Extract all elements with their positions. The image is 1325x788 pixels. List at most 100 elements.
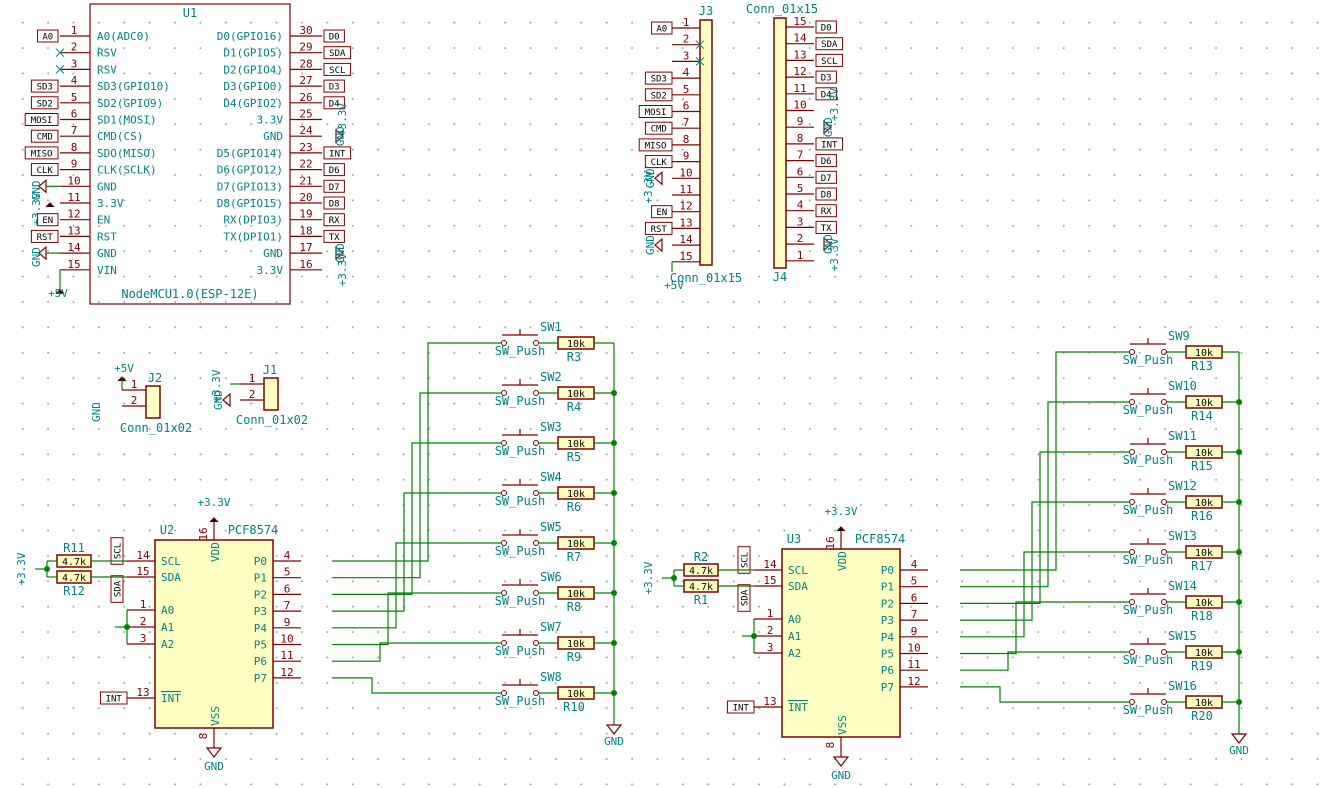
u3-pin-number: 2 — [767, 624, 774, 637]
u2-switch-value: SW_Push — [495, 494, 546, 508]
u1-pin-name: D3(GPIO0) — [223, 80, 283, 93]
u2-pin-number: 7 — [284, 599, 291, 612]
v33-text: +3.3V — [336, 103, 349, 136]
u1-pin-name: SD3(GPIO10) — [97, 80, 170, 93]
u1-pin-name: CLK(SCLK) — [97, 164, 157, 177]
switch-contact — [1161, 699, 1167, 705]
u1-pin-name: RST — [97, 230, 117, 243]
switch-contact — [533, 540, 539, 546]
net-label-box — [815, 87, 837, 101]
u2-pin-name: P2 — [254, 588, 267, 601]
u1-pin-name: GND — [97, 247, 117, 260]
net-label: D7 — [329, 183, 340, 193]
u1-pin-number: 3 — [71, 57, 78, 70]
u2-switch-value: SW_Push — [495, 544, 546, 558]
net-label-box — [815, 70, 837, 84]
u1-pin-name: TX(DPIO1) — [223, 230, 283, 243]
net-label: TX — [329, 233, 340, 243]
resistor-ref: R9 — [567, 650, 581, 664]
net-label-box — [638, 105, 673, 118]
u2-pin-name: P0 — [254, 555, 267, 568]
u2-pin-name: P3 — [254, 605, 267, 618]
u2-signal-wire — [332, 342, 501, 562]
u2-pin-name: VSS — [209, 706, 222, 726]
gnd-text: GND — [334, 126, 347, 146]
u3-pin-name: P3 — [881, 614, 894, 627]
u1-pin-number: 10 — [67, 174, 80, 187]
u1-pin-name: RX(DPIO3) — [223, 214, 283, 227]
u3-pin-name: INT — [788, 701, 808, 714]
net-label: SD2 — [37, 99, 53, 109]
switch-contact — [1129, 599, 1135, 605]
u2-pin-name: P1 — [254, 572, 267, 585]
net-label-box — [323, 163, 345, 177]
resistor-value: 10k — [1195, 548, 1213, 559]
u3-pin-name: SCL — [788, 564, 808, 577]
net-label: SD3 — [651, 75, 667, 85]
switch-contact — [1161, 499, 1167, 505]
resistor-ref: R4 — [567, 400, 581, 414]
u3-signal-wire — [960, 601, 1129, 655]
u3-pin-name: P4 — [881, 631, 895, 644]
resistor-ref: R7 — [567, 550, 581, 564]
net-label: SCL — [741, 552, 751, 568]
j4-pin-number: 10 — [793, 99, 806, 112]
u1-pin-number: 23 — [299, 141, 312, 154]
net-label-box — [815, 170, 837, 184]
switch-contact — [501, 490, 507, 496]
net-label-box — [99, 691, 128, 705]
u2-signal-wire — [332, 542, 501, 629]
u1-pin-number: 4 — [71, 74, 78, 87]
u3-pin-name: A0 — [788, 613, 801, 626]
junction-dot — [44, 566, 50, 572]
net-label: CLK — [37, 166, 54, 176]
u3-switch-ref: SW14 — [1168, 579, 1197, 593]
u3-switch-value: SW_Push — [1123, 553, 1174, 567]
net-label: D0 — [821, 24, 832, 34]
net-label: SCL — [114, 543, 124, 559]
u2-pin-number: 4 — [284, 549, 291, 562]
switch-contact — [501, 340, 507, 346]
net-label-box — [30, 229, 59, 243]
u2-signal-wire — [332, 677, 501, 694]
resistor-ref: R15 — [1191, 459, 1213, 473]
u2-switch-ref: SW8 — [540, 670, 562, 684]
u1-pin-number: 22 — [299, 158, 312, 171]
u1-pin-number: 13 — [67, 224, 80, 237]
u3-pin-name: A2 — [788, 647, 801, 660]
u2-pin-name: P4 — [254, 622, 268, 635]
u2-pin-number: 2 — [140, 615, 147, 628]
resistor-ref: R5 — [567, 450, 581, 464]
net-label-box — [323, 62, 352, 76]
net-label: INT — [733, 704, 750, 714]
resistor-value: 4.7k — [62, 573, 86, 584]
u2-pin-name: A2 — [161, 638, 174, 651]
u3-signal-wire — [960, 551, 1129, 638]
junction-dot — [124, 624, 130, 630]
j4-pin-number: 3 — [797, 215, 804, 228]
switch-contact — [533, 390, 539, 396]
j4-value: Conn_01x15 — [746, 2, 818, 16]
j4-pin-number: 13 — [793, 48, 806, 61]
u2-signal-wire — [332, 392, 501, 579]
junction-dot — [751, 633, 757, 639]
v33-text: +3.3V — [197, 496, 230, 509]
u3-switch-ref: SW9 — [1168, 329, 1190, 343]
u1-pin-name: SD2(GPIO9) — [97, 97, 163, 110]
resistor-value: 10k — [1195, 348, 1213, 359]
u3-pin-number: 3 — [767, 641, 774, 654]
v33-text: +3.3V — [210, 369, 223, 402]
net-label-box — [323, 146, 352, 160]
u1-pin-name: D6(GPIO12) — [217, 164, 283, 177]
no-connect-x — [695, 57, 705, 66]
u3-pin-name: VSS — [836, 715, 849, 735]
net-label: RX — [329, 216, 340, 226]
net-label: SCL — [821, 57, 837, 67]
u3-signal-wire — [960, 401, 1129, 588]
gnd-text: GND — [644, 168, 657, 188]
v33-text: +3.3V — [15, 552, 28, 585]
u2-pin-name: INT — [161, 692, 181, 705]
net-label: EN — [42, 216, 53, 226]
switch-contact — [1129, 699, 1135, 705]
u3-pin-number: 13 — [763, 695, 776, 708]
